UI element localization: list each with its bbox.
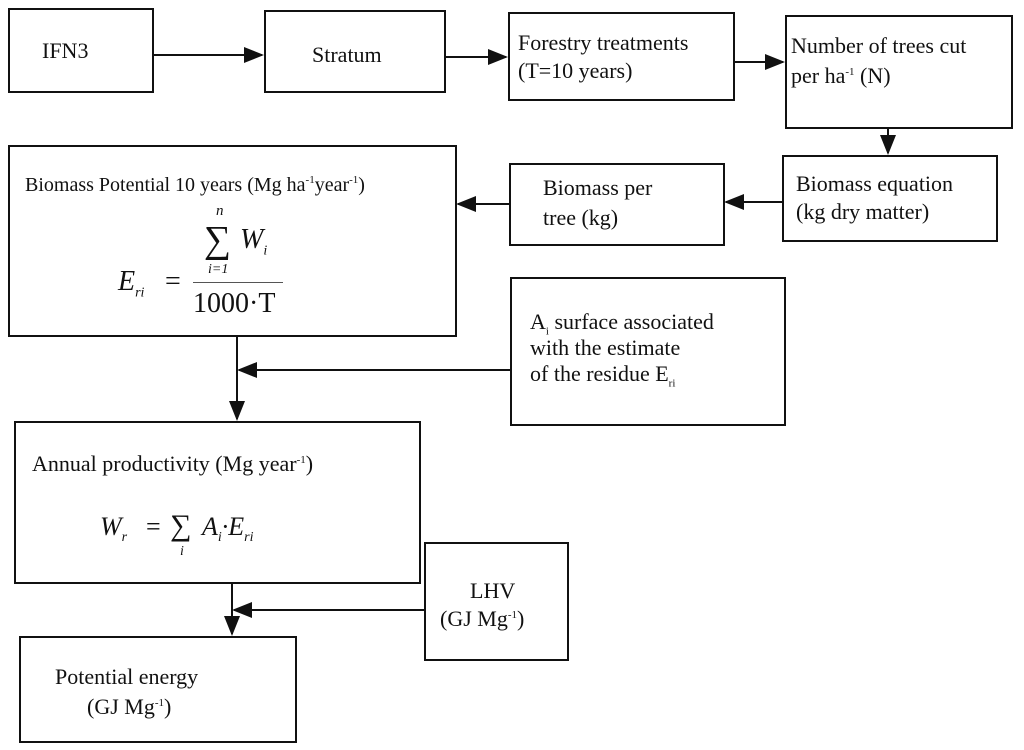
numerator: Wi — [240, 224, 267, 259]
label: (GJ Mg-1) — [440, 606, 524, 632]
label: Number of trees cut — [791, 33, 967, 58]
superscript: -1 — [154, 697, 165, 709]
label: tree (kg) — [543, 205, 619, 230]
label: of the residue Eri — [530, 361, 676, 390]
formula-lhs: Wr — [100, 512, 127, 545]
sum-lower: i=1 — [208, 262, 229, 277]
node-lhv: LHV (GJ Mg-1) — [424, 542, 569, 661]
text: · — [221, 512, 229, 541]
text: A — [202, 512, 218, 541]
equals: = — [165, 266, 181, 297]
title: Biomass Potential 10 years (Mg ha-1year-… — [25, 173, 365, 197]
subscript: ri — [135, 285, 145, 301]
subscript: i — [263, 243, 268, 259]
label: LHV — [470, 578, 516, 603]
text: ) — [164, 694, 172, 719]
node-biomass-equation: Biomass equation (kg dry matter) — [782, 155, 998, 242]
label: (GJ Mg-1) — [87, 694, 171, 720]
node-biomass-potential: Biomass Potential 10 years (Mg ha-1year-… — [8, 145, 457, 337]
text: E — [228, 512, 245, 541]
text: W — [100, 512, 122, 541]
label: Biomass per — [543, 175, 653, 200]
text: Biomass Potential 10 years (Mg ha — [25, 174, 306, 196]
node-annual-productivity: Annual productivity (Mg year-1) Wr = ∑ i… — [14, 421, 421, 584]
text: ) — [517, 606, 525, 631]
label: Ai surface associated — [530, 309, 714, 338]
text: E — [118, 266, 136, 297]
superscript: -1 — [296, 454, 306, 466]
superscript: -1 — [305, 174, 315, 186]
sum-symbol: ∑ — [170, 509, 192, 542]
text: ) — [305, 451, 314, 476]
superscript: -1 — [845, 66, 855, 78]
text: (GJ Mg — [440, 606, 508, 631]
subscript: i — [217, 530, 222, 546]
text: W — [240, 224, 264, 255]
label: Forestry treatments — [518, 30, 689, 55]
node-trees-cut: Number of trees cut per ha-1 (N) — [785, 15, 1013, 129]
denominator: 1000·T — [193, 288, 276, 319]
label: (T=10 years) — [518, 58, 633, 83]
text: ) — [358, 174, 365, 196]
label: Biomass equation — [796, 171, 954, 196]
sum-lower: i — [180, 544, 184, 559]
text: per ha — [791, 63, 846, 88]
label: per ha-1 (N) — [791, 63, 891, 89]
text: (N) — [854, 63, 891, 88]
title: Annual productivity (Mg year-1) — [32, 451, 313, 477]
formula-rhs: Ai·Eri — [202, 512, 254, 545]
node-forestry-treatments: Forestry treatments (T=10 years) — [508, 12, 735, 101]
node-ifn3: IFN3 — [8, 8, 154, 93]
fraction-bar — [193, 282, 283, 283]
equals: = — [146, 512, 161, 541]
text: Annual productivity (Mg year — [32, 451, 297, 476]
label: IFN3 — [42, 38, 89, 63]
superscript: -1 — [349, 174, 359, 186]
sum-symbol: ∑ — [204, 219, 232, 261]
subscript: ri — [244, 530, 254, 546]
label: Stratum — [312, 42, 382, 67]
subscript: r — [121, 530, 128, 546]
node-potential-energy: Potential energy (GJ Mg-1) — [19, 636, 297, 743]
text: A — [530, 309, 546, 334]
node-stratum: Stratum — [264, 10, 446, 93]
text: year — [314, 174, 350, 196]
superscript: -1 — [507, 609, 518, 621]
node-biomass-per-tree: Biomass per tree (kg) — [509, 163, 725, 246]
subscript: i — [545, 325, 549, 338]
sum-upper: n — [216, 203, 224, 219]
text: of the residue E — [530, 361, 669, 386]
node-surface: Ai surface associated with the estimate … — [510, 277, 786, 426]
label: Potential energy — [55, 664, 199, 689]
subscript: ri — [668, 377, 676, 390]
text: (GJ Mg — [87, 694, 155, 719]
formula-lhs: Eri — [118, 266, 144, 301]
label: (kg dry matter) — [796, 199, 930, 224]
text: surface associated — [548, 309, 714, 334]
label: with the estimate — [530, 335, 681, 360]
